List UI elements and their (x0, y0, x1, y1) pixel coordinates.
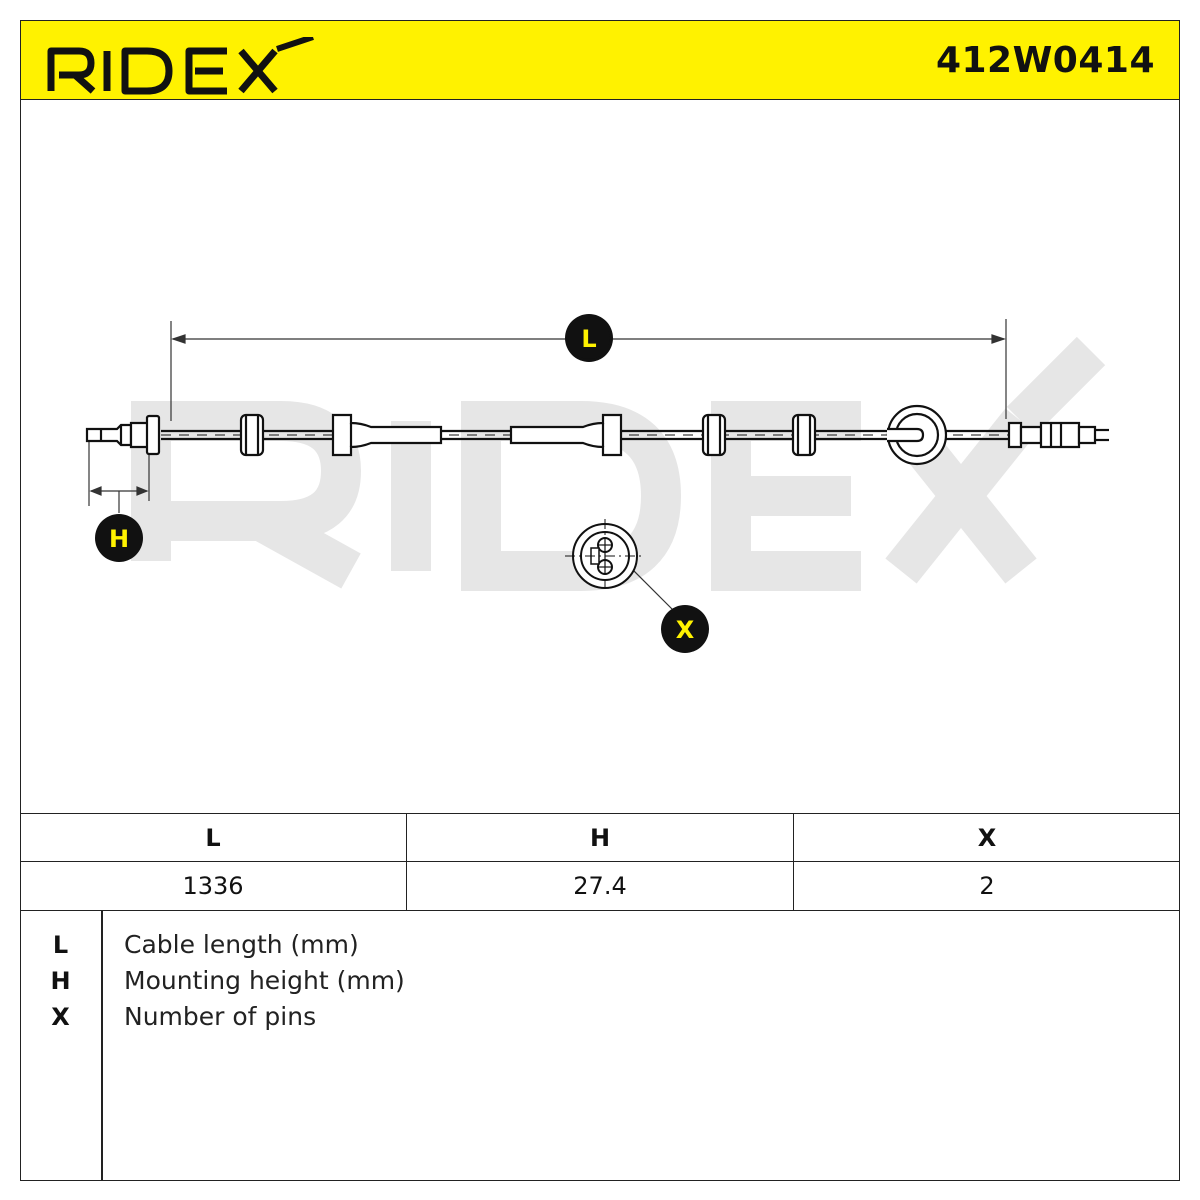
callout-h: H (95, 514, 143, 562)
specs-value-l: 1336 (20, 862, 407, 910)
specs-header-h: H (407, 814, 794, 861)
legend-key: L (52, 931, 69, 959)
callout-l-label: L (581, 325, 596, 353)
specs-header-x: X (977, 823, 997, 852)
legend-description: Number of pins (124, 1002, 317, 1031)
legend-row: L Cable length (mm) (20, 927, 1180, 963)
legend-row: X Number of pins (20, 999, 1180, 1035)
callout-h-label: H (109, 525, 129, 553)
specs-header-row: L H X (20, 814, 1180, 862)
specs-header-l: L (20, 814, 407, 861)
specs-value-x: 2 (979, 872, 995, 900)
callout-l: L (565, 314, 613, 362)
specs-value-row: 1336 27.4 2 (20, 862, 1180, 910)
callout-x-label: X (676, 616, 695, 644)
part-number: 412W0414 (935, 40, 1155, 81)
legend-key: X (51, 1003, 70, 1031)
sensor-diagram: L H X (85, 314, 1109, 653)
ridex-logo (47, 37, 314, 95)
legend-description: Mounting height (mm) (124, 966, 405, 995)
header-bar: 412W0414 (20, 20, 1180, 100)
callout-x: X (661, 605, 709, 653)
specs-value-h: 27.4 (407, 862, 794, 910)
height-dimension (88, 441, 150, 513)
specs-table: L H X 1336 27.4 2 (20, 813, 1180, 911)
sensor-cable (85, 404, 1109, 466)
connector-end-view (565, 519, 645, 593)
legend: L Cable length (mm) H Mounting height (m… (20, 911, 1180, 1181)
legend-divider (101, 911, 103, 1180)
legend-description: Cable length (mm) (124, 930, 359, 959)
legend-key: H (50, 967, 71, 995)
legend-row: H Mounting height (mm) (20, 963, 1180, 999)
